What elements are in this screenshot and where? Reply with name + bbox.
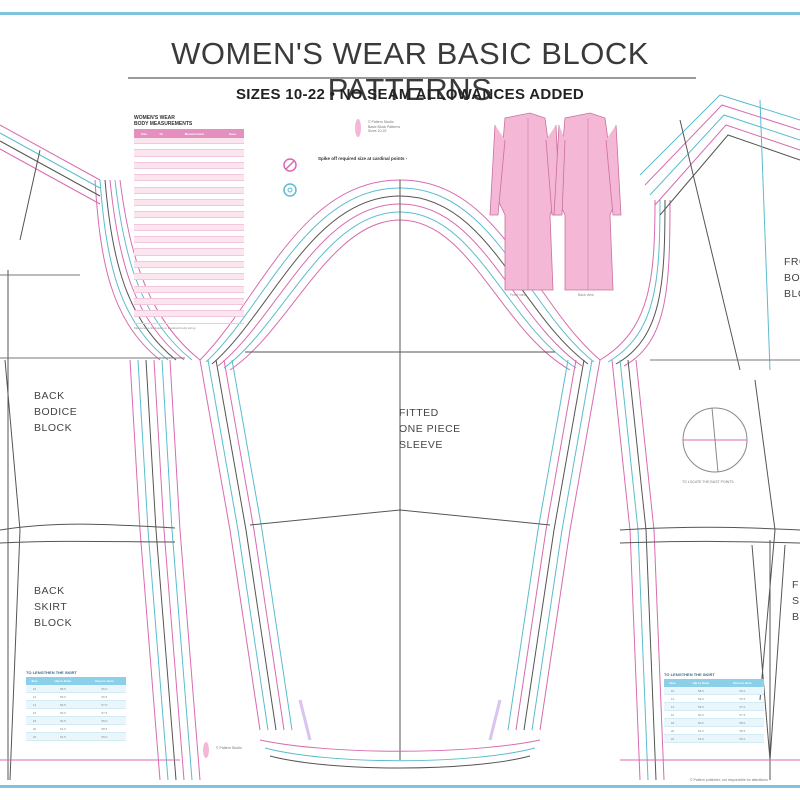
measurements-subtitle: BODY MEASUREMENTS [134, 121, 193, 127]
front-bodice-label: FROBOBLO [784, 256, 800, 300]
front-armhole-curves [599, 199, 671, 367]
page-subtitle: SIZES 10-22 • NO SEAM ALLOWANCES ADDED [235, 86, 585, 103]
front-side-seams [611, 359, 665, 781]
sleeve-seams-right [507, 359, 601, 731]
title-divider [128, 77, 696, 79]
footer-note: © Pattern publisher; not responsible for… [690, 778, 768, 782]
footer-figure-icon [203, 742, 209, 758]
measurements-note: Measurements based on standard body sizi… [134, 325, 196, 330]
back-side-seams [129, 359, 201, 781]
dress-front-sketch [489, 112, 561, 291]
spike-instruction: Spike off required size at cardinal poin… [318, 156, 408, 161]
body-figure-icon [355, 119, 361, 137]
bottom-border-rule [0, 785, 800, 788]
copyright-block: © Pattern Studio Basic Block Patterns Si… [368, 120, 401, 133]
sleeve-seams-left [199, 359, 293, 731]
pink-icon [283, 158, 297, 172]
front-view-caption: Front view [510, 293, 527, 297]
footer-copyright: © Pattern Studio [216, 746, 242, 750]
measurements-title: WOMEN'S WEAR [134, 115, 175, 121]
front-shoulder-lines [639, 94, 800, 371]
top-border-rule [0, 12, 800, 15]
blue-icon [283, 183, 297, 197]
dress-back-sketch [553, 112, 622, 291]
back-shoulder-lines [0, 124, 101, 241]
back-view-caption: Back view [578, 293, 594, 297]
bust-point-caption: TO LOCATE THE BUST POINTS [682, 480, 734, 484]
